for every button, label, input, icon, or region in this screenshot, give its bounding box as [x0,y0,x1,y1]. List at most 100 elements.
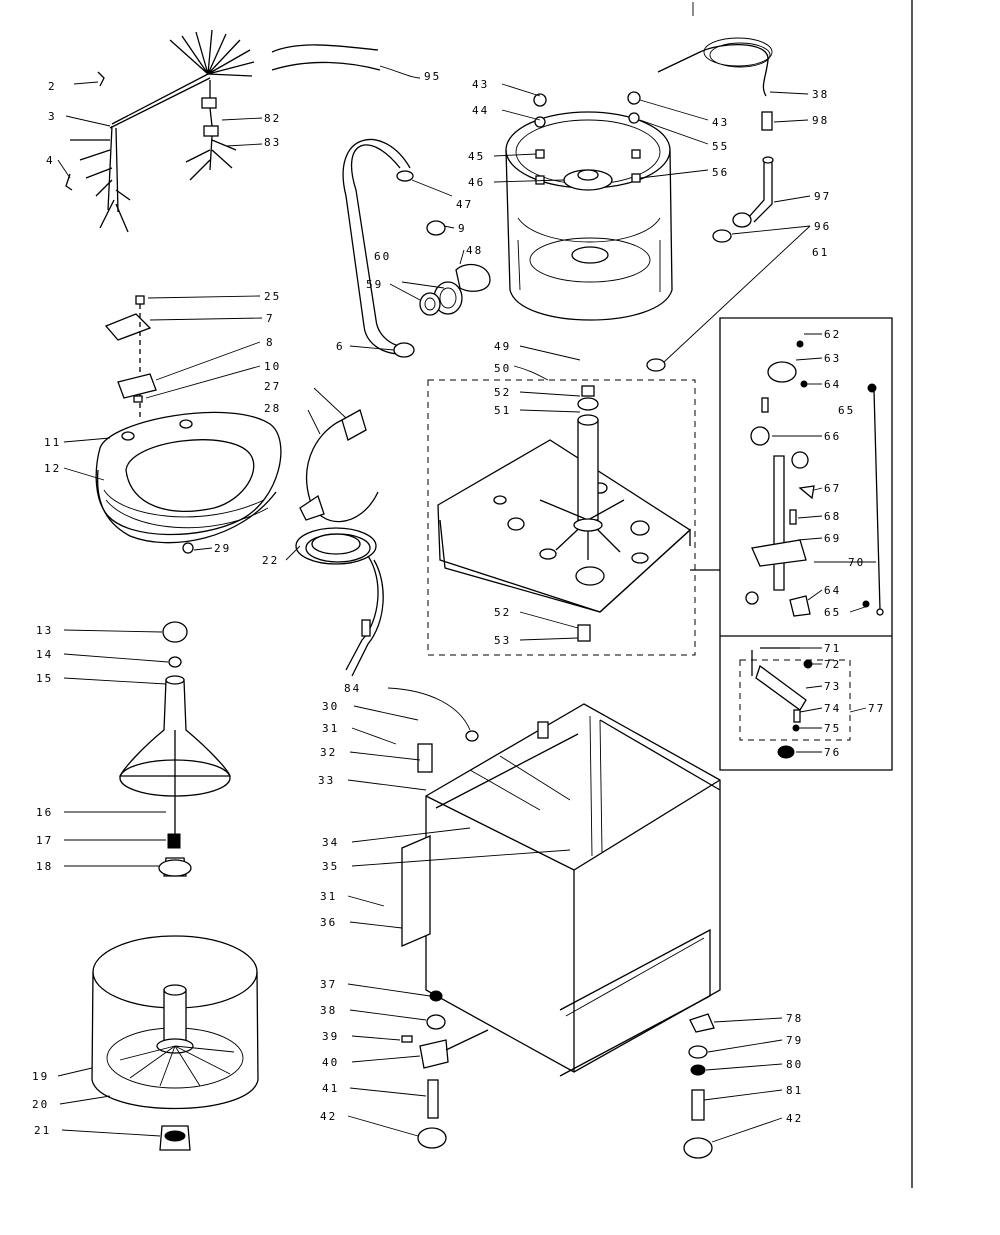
callout-71: 71 [824,642,841,655]
callout-15: 15 [36,672,53,685]
callout-27: 27 [264,380,281,393]
callout-7: 7 [266,312,275,325]
callout-55: 55 [712,140,729,153]
lid-switch-and-cords [295,409,384,677]
callout-11: 11 [44,436,61,449]
fill-hose-coil [657,37,773,131]
callout-98: 98 [812,114,829,127]
callout-63: 63 [824,352,841,365]
wire-95-upper [271,44,379,53]
callout-12: 12 [44,462,61,475]
callout-81: 81 [786,1084,803,1097]
cabinet [401,703,721,1077]
callout-82: 82 [264,112,281,125]
lid-hinge-parts [104,295,157,420]
callout-73: 73 [824,680,841,693]
callout-62: 62 [824,328,841,341]
callout-42: 42 [320,1110,337,1123]
callout-61: 61 [812,246,829,259]
callout-53: 53 [494,634,511,647]
callout-65: 65 [838,404,855,417]
callout-22: 22 [262,554,279,567]
part-9 [426,220,446,236]
callout-2: 2 [48,80,57,93]
callout-65b: 65 [824,606,841,619]
callout-9: 9 [458,222,467,235]
callout-97: 97 [814,190,831,203]
callout-96: 96 [814,220,831,233]
callout-37: 37 [320,978,337,991]
callout-14: 14 [36,648,53,661]
callout-72: 72 [824,658,841,671]
callout-38b: 38 [320,1004,337,1017]
callout-3: 3 [48,110,57,123]
callout-46: 46 [468,176,485,189]
callout-4: 4 [46,154,55,167]
callout-41: 41 [322,1082,339,1095]
callout-83: 83 [264,136,281,149]
wash-basket [91,935,259,1151]
callout-64b: 64 [824,584,841,597]
agitator-assembly [118,621,231,877]
callout-10: 10 [264,360,281,373]
detail-box-upper [719,317,893,771]
callout-45: 45 [468,150,485,163]
callout-8: 8 [266,336,275,349]
mounting-plate-assembly [427,379,696,656]
callout-20: 20 [32,1098,49,1111]
callout-52: 52 [494,386,511,399]
inlet-pipe [712,156,774,243]
callout-56: 56 [712,166,729,179]
leveling-leg-left [401,990,489,1149]
callout-28: 28 [264,402,281,415]
callout-16: 16 [36,806,53,819]
callout-39: 39 [322,1030,339,1043]
callout-80: 80 [786,1058,803,1071]
callout-70: 70 [848,556,865,569]
detail-box-lower [739,647,851,759]
callout-13: 13 [36,624,53,637]
callout-43b: 43 [712,116,729,129]
callout-47: 47 [456,198,473,211]
outer-tub-assembly [505,91,673,321]
callout-77: 77 [868,702,885,715]
callout-95: 95 [424,70,441,83]
leveling-leg-right [683,1013,715,1159]
callout-51: 51 [494,404,511,417]
wire-harness [65,29,255,233]
part-61 [646,358,666,372]
callout-19: 19 [32,1070,49,1083]
wire-95-lower [271,61,381,71]
callout-74: 74 [824,702,841,715]
callout-18: 18 [36,860,53,873]
callout-36: 36 [320,916,337,929]
callout-6: 6 [336,340,345,353]
drain-hose [342,138,415,358]
callout-30: 30 [322,700,339,713]
callout-34: 34 [322,836,339,849]
callout-76: 76 [824,746,841,759]
callout-labels: 2 3 4 95 82 83 43 44 45 46 47 9 48 60 59… [32,70,885,1137]
callout-64: 64 [824,378,841,391]
callout-31: 31 [322,722,339,735]
callout-79: 79 [786,1034,803,1047]
callout-31b: 31 [320,890,337,903]
callout-50: 50 [494,362,511,375]
callout-25: 25 [264,290,281,303]
callout-17: 17 [36,834,53,847]
callout-44: 44 [472,104,489,117]
callout-78: 78 [786,1012,803,1025]
callout-32: 32 [320,746,337,759]
callout-66: 66 [824,430,841,443]
callout-33: 33 [318,774,335,787]
callout-29: 29 [214,542,231,555]
callout-40: 40 [322,1056,339,1069]
callout-68: 68 [824,510,841,523]
callout-35: 35 [322,860,339,873]
callout-84: 84 [344,682,361,695]
callout-38: 38 [812,88,829,101]
callout-52b: 52 [494,606,511,619]
callout-67: 67 [824,482,841,495]
